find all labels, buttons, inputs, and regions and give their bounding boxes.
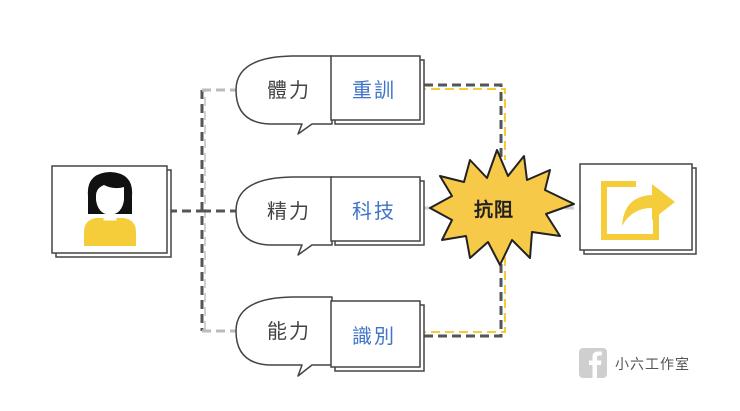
right-connectors [424,83,581,338]
card-label: 重訓 [352,78,396,102]
bubble-label: 能力 [267,319,311,343]
row-1: 體力 重訓 [235,55,425,135]
brand-text: 小六工作室 [615,356,690,373]
connector-bottom-to-obstacle [424,255,503,338]
share-arrow-icon [601,181,675,240]
left-connectors [168,88,236,333]
speech-bubble: 能力 [235,296,333,377]
connector-top-to-obstacle [424,83,503,160]
action-card: 重訓 [330,55,425,125]
brand-mark: 小六工作室 [579,348,690,378]
card-label: 科技 [352,199,396,223]
person-card [51,165,172,258]
speech-bubble: 體力 [235,55,333,135]
facebook-icon [579,348,607,378]
person-icon [84,172,136,246]
action-card: 識別 [330,300,425,372]
row-3: 能力 識別 [235,296,425,377]
speech-bubble: 精力 [235,176,333,256]
output-card [579,163,697,255]
action-card: 科技 [330,176,425,246]
row-2: 精力 科技 [235,176,425,256]
burst-shape [429,149,575,266]
obstacle-label: 抗阻 [474,198,514,221]
bubble-label: 精力 [267,199,311,223]
bubble-label: 體力 [267,78,311,102]
obstacle-burst: 抗阻 [429,149,575,266]
card-label: 識別 [352,324,396,348]
